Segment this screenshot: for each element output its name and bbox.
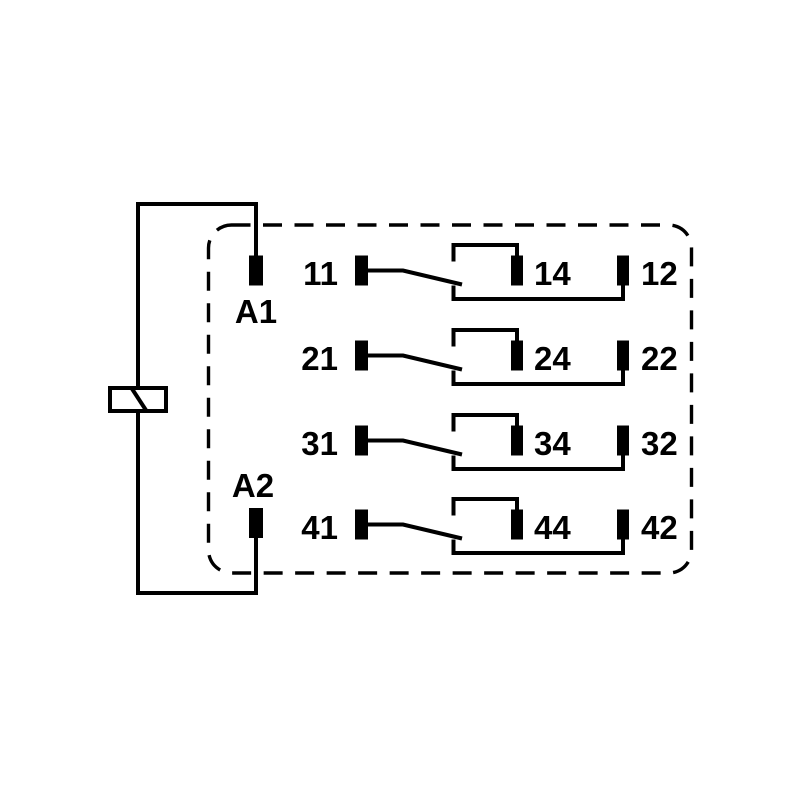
contact-row-4: 41 44 42 — [301, 497, 678, 555]
terminal-pin-14 — [511, 255, 523, 286]
terminal-label-14: 14 — [534, 255, 571, 292]
terminal-pin-21 — [355, 340, 368, 371]
terminal-pin-12 — [617, 255, 629, 286]
terminal-label-12: 12 — [641, 255, 678, 292]
terminal-pin-42 — [617, 509, 629, 540]
nc-path-row4 — [451, 537, 625, 555]
contact-row-2: 21 24 22 — [301, 328, 678, 386]
terminal-label-a1: A1 — [235, 293, 277, 330]
terminal-label-21: 21 — [301, 340, 338, 377]
moving-contact-row2 — [368, 353, 463, 372]
terminal-label-11: 11 — [303, 255, 338, 292]
terminal-pin-24 — [511, 340, 523, 371]
nc-path-row1 — [451, 283, 625, 301]
moving-contact-row3 — [368, 438, 463, 457]
moving-contact-row4 — [368, 522, 463, 541]
coil-wire-a2 — [136, 411, 258, 595]
terminal-label-24: 24 — [534, 340, 571, 377]
terminal-label-a2: A2 — [232, 467, 274, 504]
terminal-label-32: 32 — [641, 425, 678, 462]
coil-wire-a1 — [136, 202, 258, 388]
terminal-label-41: 41 — [301, 509, 338, 546]
no-bracket-row2 — [451, 328, 519, 347]
coil-slash-icon — [129, 386, 149, 413]
terminal-pin-34 — [511, 425, 523, 456]
terminal-label-34: 34 — [534, 425, 571, 462]
contact-row-1: 11 14 12 — [303, 243, 678, 301]
terminal-pin-a2 — [249, 508, 263, 538]
terminal-pin-22 — [617, 340, 629, 371]
terminal-pin-a1 — [249, 255, 263, 286]
contact-row-3: 31 34 32 — [301, 413, 678, 471]
terminal-pin-11 — [355, 255, 368, 286]
terminal-label-31: 31 — [301, 425, 338, 462]
module-boundary — [206, 223, 694, 575]
terminal-label-44: 44 — [534, 509, 571, 546]
terminal-label-42: 42 — [641, 509, 678, 546]
nc-path-row2 — [451, 368, 625, 386]
terminal-pin-31 — [355, 425, 368, 456]
no-bracket-row3 — [451, 413, 519, 432]
terminal-pin-32 — [617, 425, 629, 456]
terminal-label-22: 22 — [641, 340, 678, 377]
terminal-pin-44 — [511, 509, 523, 540]
no-bracket-row1 — [451, 243, 519, 262]
nc-path-row3 — [451, 453, 625, 471]
terminal-pin-41 — [355, 509, 368, 540]
moving-contact-row1 — [368, 268, 463, 287]
no-bracket-row4 — [451, 497, 519, 516]
